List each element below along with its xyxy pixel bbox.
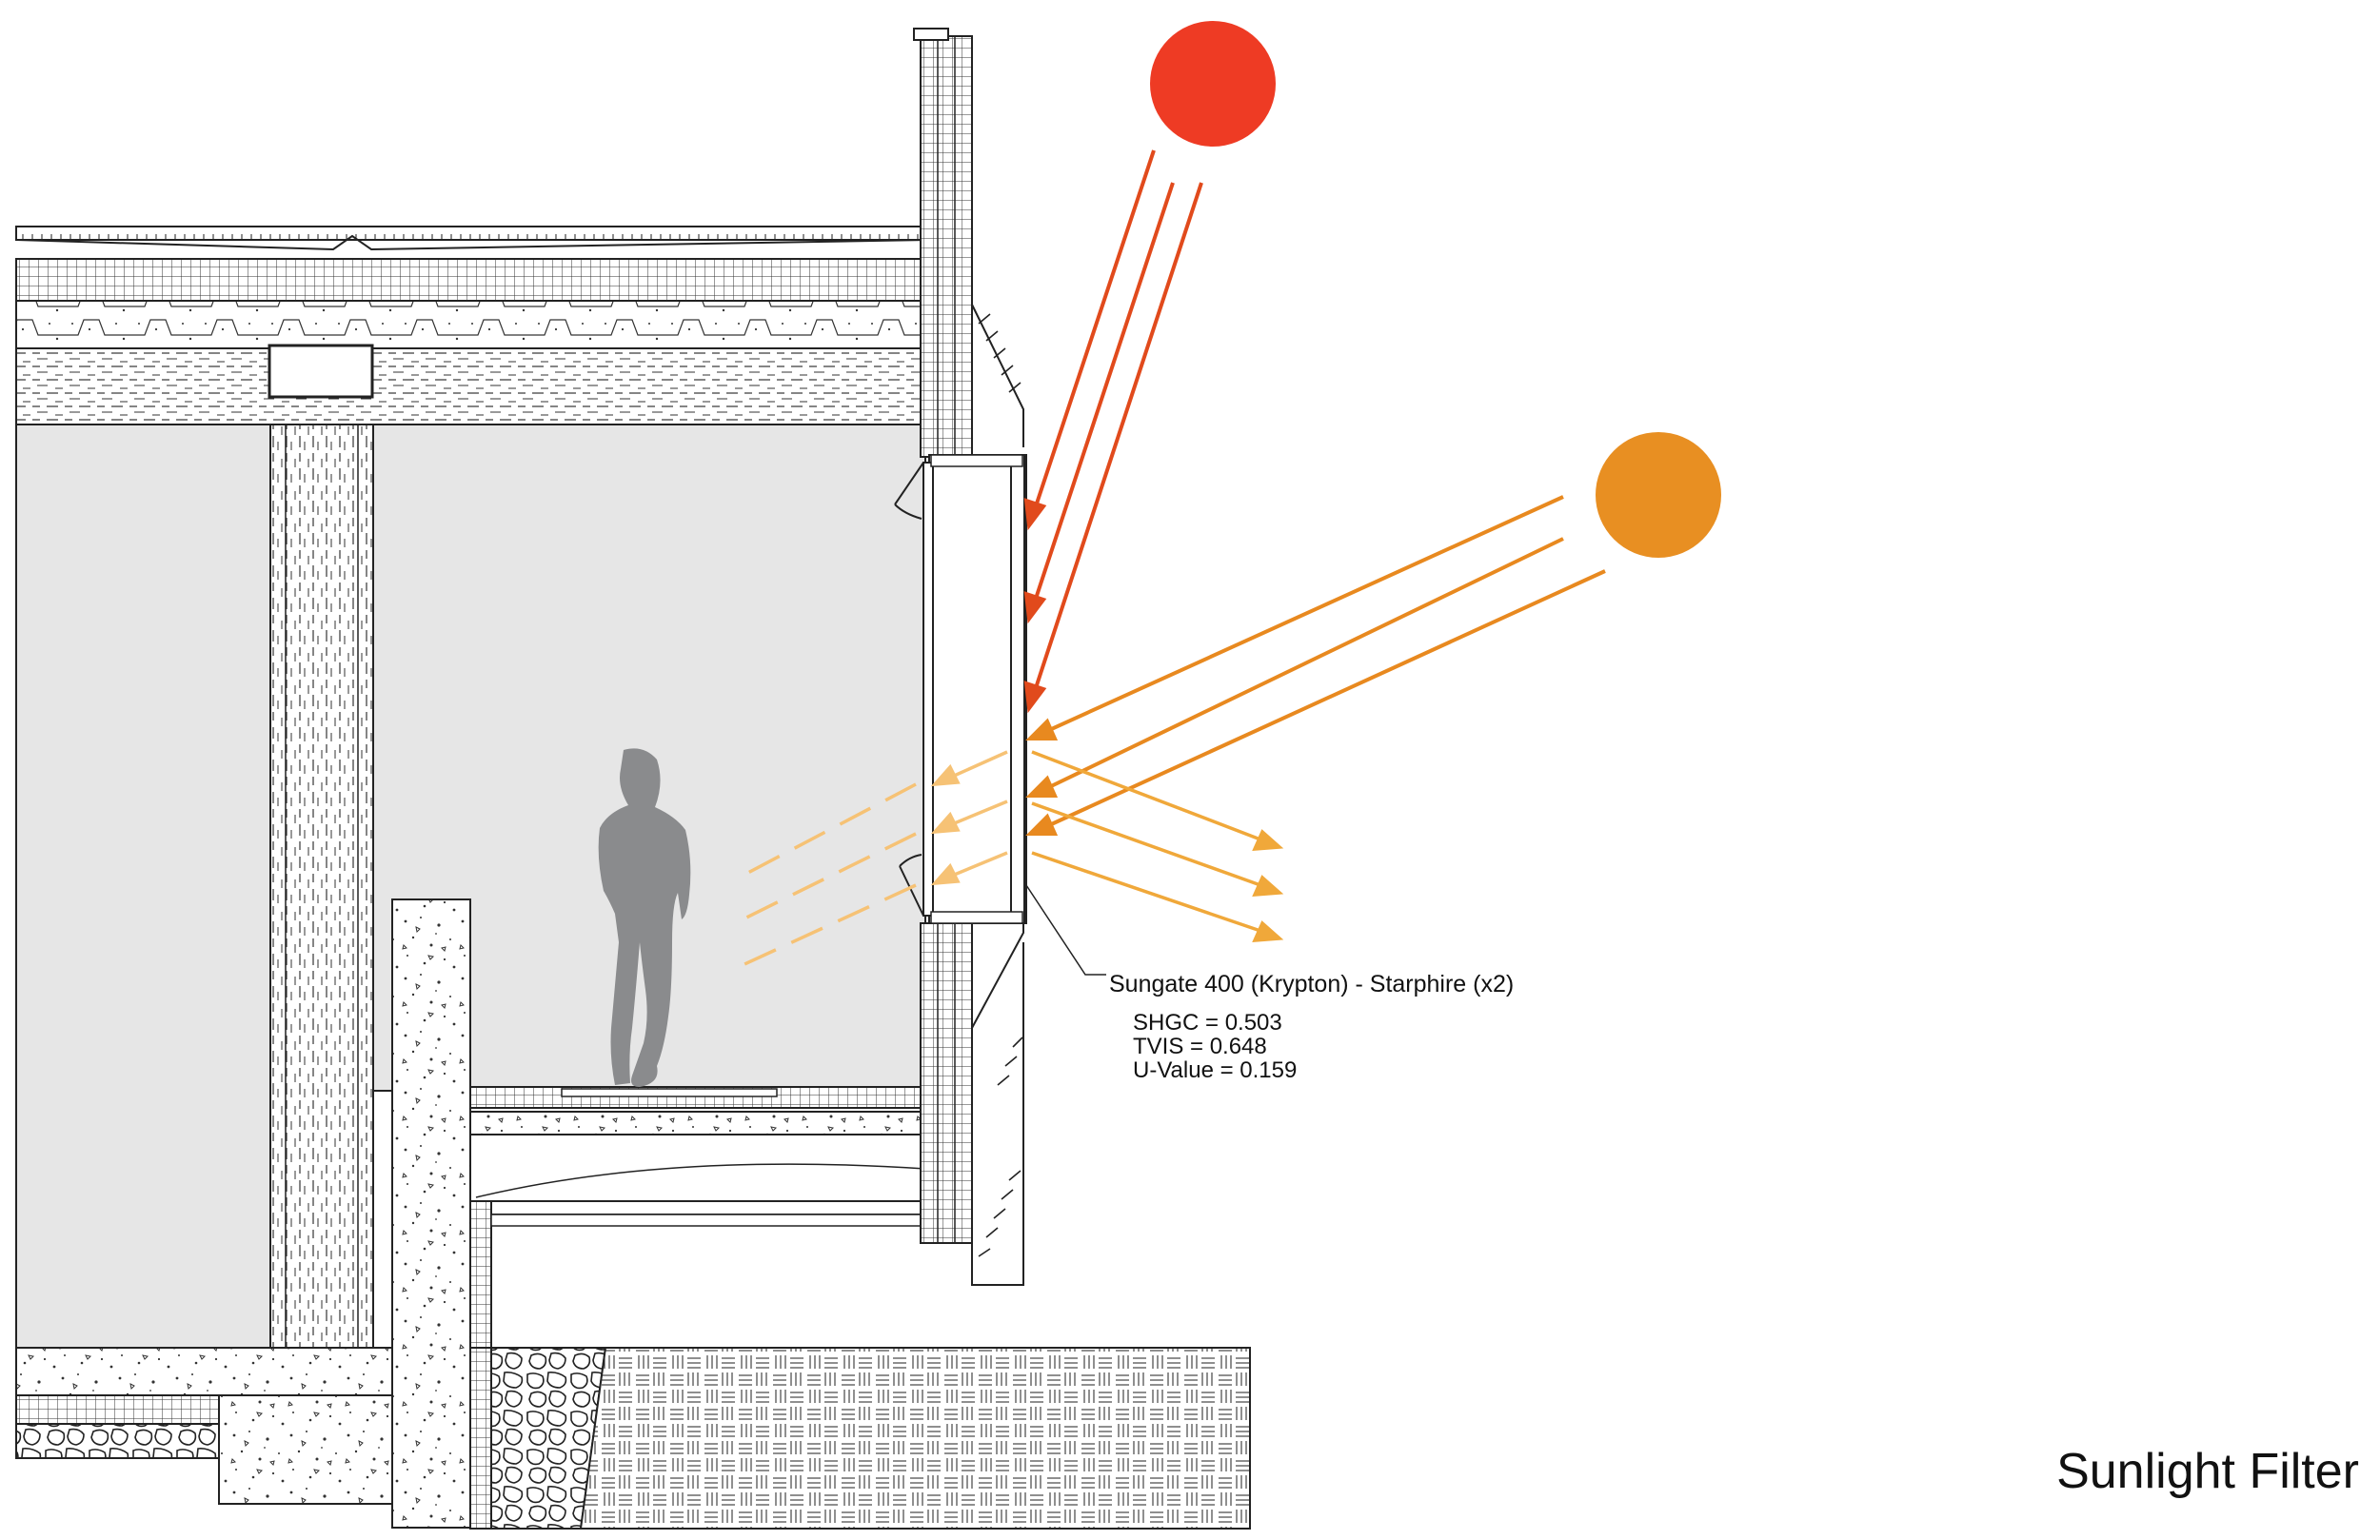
room-left bbox=[15, 424, 271, 1349]
roof-assembly bbox=[15, 226, 929, 425]
person-silhouette bbox=[598, 748, 691, 1087]
spec-shgc: SHGC = 0.503 bbox=[1133, 1010, 1282, 1036]
concrete-pier bbox=[391, 898, 471, 1529]
ground bbox=[15, 1347, 1251, 1530]
high-sun-icon bbox=[1150, 21, 1276, 147]
diagram-title: Sunlight Filter bbox=[2056, 1444, 2359, 1499]
low-sun-icon bbox=[1596, 432, 1721, 558]
transmitted-rays bbox=[742, 750, 1008, 967]
floor-assembly bbox=[469, 1086, 947, 1530]
window-assembly bbox=[894, 454, 1027, 924]
reflected-rays bbox=[1031, 750, 1284, 942]
spec-tvis: TVIS = 0.648 bbox=[1133, 1034, 1267, 1059]
exterior-wall bbox=[913, 28, 1024, 1286]
glass-leader-line bbox=[1025, 884, 1106, 976]
spec-u-value: U-Value = 0.159 bbox=[1133, 1057, 1298, 1083]
interior-column bbox=[269, 424, 374, 1349]
glass-type-label: Sungate 400 (Krypton) - Starphire (x2) bbox=[1109, 971, 1515, 997]
operable-sash-top bbox=[894, 462, 924, 520]
low-sun-rays bbox=[1025, 495, 1606, 836]
high-sun-rays bbox=[1023, 149, 1203, 714]
operable-sash-bottom bbox=[899, 854, 924, 917]
